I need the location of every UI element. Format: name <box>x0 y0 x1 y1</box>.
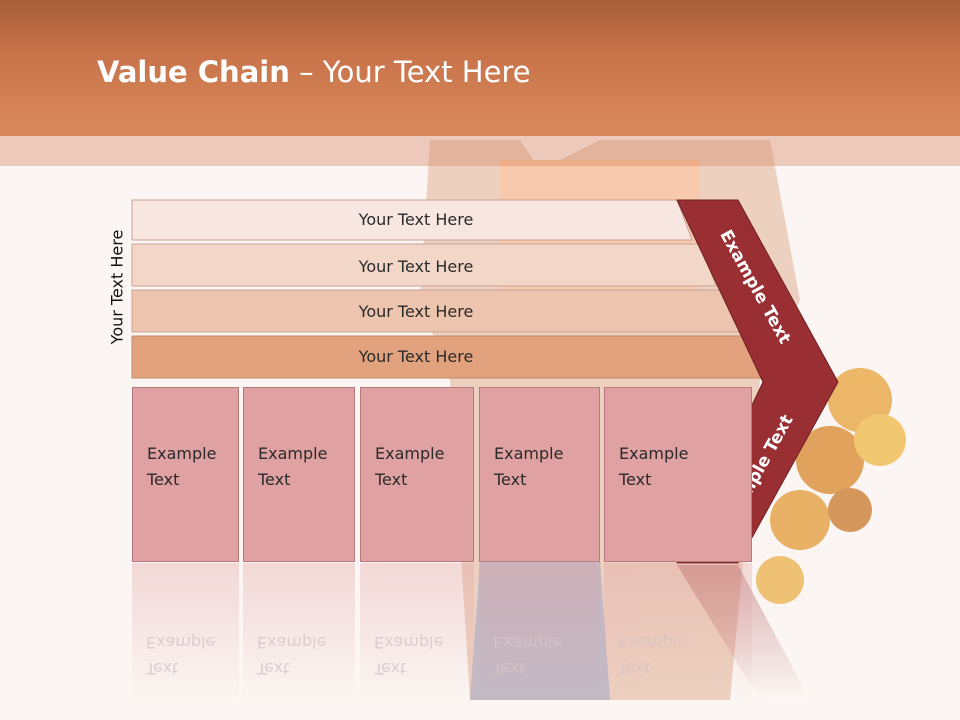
support-bar-2 <box>131 243 717 287</box>
title-rest-part: – Your Text Here <box>289 55 531 89</box>
activity-box-2-line2: Text <box>258 470 291 489</box>
support-bar-3-label: Your Text Here <box>358 302 474 321</box>
activity-box-5-reflection: Text Example <box>604 563 752 703</box>
activity-box-3-reflection-text: Text Example <box>374 629 443 681</box>
activity-box-5-reflection-line1: Example <box>618 633 688 652</box>
activity-box-1-reflection-line2: Text <box>146 659 179 678</box>
activity-box-1-reflection-line1: Example <box>146 633 216 652</box>
support-bar-2-label: Your Text Here <box>358 257 474 276</box>
activity-box-2-reflection: Text Example <box>243 563 355 703</box>
support-bar-1-label: Your Text Here <box>358 210 474 229</box>
activity-box-3-reflection-line2: Text <box>374 659 407 678</box>
activity-box-2-line1: Example <box>258 444 328 463</box>
activity-box-1-reflection: Text Example <box>132 563 239 703</box>
activity-box-3-line1: Example <box>375 444 445 463</box>
activity-box-2-reflection-text: Text Example <box>257 629 326 681</box>
chevron-arrow-reflection <box>677 565 810 700</box>
activity-box-1-reflection-text: Text Example <box>146 629 215 681</box>
activity-box-1-line1: Example <box>147 444 217 463</box>
support-bar-4-label: Your Text Here <box>358 347 474 366</box>
activity-box-1-line2: Text <box>147 470 180 489</box>
activity-box-4-reflection: Text Example <box>479 563 600 703</box>
chevron-arrow <box>676 199 839 564</box>
activity-box-4-reflection-line2: Text <box>493 659 526 678</box>
activity-box-5-reflection-line2: Text <box>618 659 651 678</box>
activity-box-4-line2: Text <box>494 470 527 489</box>
activity-box-5-line2: Text <box>619 470 652 489</box>
support-bar-1 <box>131 199 693 241</box>
activity-box-2-reflection-line2: Text <box>257 659 290 678</box>
activity-box-5-reflection-text: Text Example <box>618 629 687 681</box>
activity-box-4-reflection-line1: Example <box>493 633 563 652</box>
activity-box-4-reflection-text: Text Example <box>493 629 562 681</box>
page-title: Value Chain – Your Text Here <box>97 55 531 89</box>
activity-box-3-reflection-line1: Example <box>374 633 444 652</box>
activity-box-3-reflection: Text Example <box>360 563 474 703</box>
activity-box-5-line1: Example <box>619 444 689 463</box>
title-bold-part: Value Chain <box>97 55 290 89</box>
autumn-leaves-image <box>756 368 906 604</box>
activity-box-4-line1: Example <box>494 444 564 463</box>
header-bar <box>0 0 960 136</box>
activity-box-2-reflection-line1: Example <box>257 633 327 652</box>
header-band <box>0 136 960 166</box>
activity-box-3-line2: Text <box>375 470 408 489</box>
